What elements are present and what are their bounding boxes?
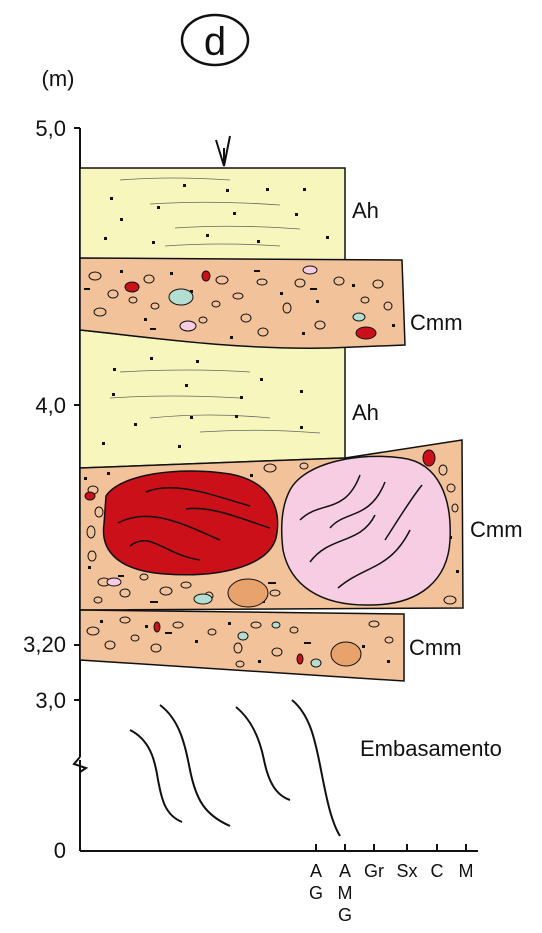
axis-amg-m: M xyxy=(338,883,353,903)
panel-letter: d xyxy=(204,20,226,64)
basement-foliation xyxy=(130,700,340,836)
tick-0: 0 xyxy=(54,838,66,863)
label-basement: Embasamento xyxy=(360,736,502,761)
layer-ah-top xyxy=(80,168,345,260)
tick-4-0: 4,0 xyxy=(35,393,66,418)
layer-ah-middle xyxy=(80,330,345,468)
red-block-clast xyxy=(104,471,278,575)
panel-label: d xyxy=(182,15,248,65)
tick-3-0: 3,0 xyxy=(35,688,66,713)
axis-ag-g: G xyxy=(309,883,323,903)
axis-amg-a: A xyxy=(339,861,351,881)
layer-cmm-lower xyxy=(80,610,404,681)
grain-size-axis xyxy=(80,844,478,851)
axis-c: C xyxy=(431,861,444,881)
label-cmm-blocks: Cmm xyxy=(470,517,523,542)
y-unit-label: (m) xyxy=(42,66,75,91)
axis-amg-g: G xyxy=(338,905,352,925)
label-cmm-upper: Cmm xyxy=(410,310,463,335)
tick-3-20: 3,20 xyxy=(23,632,66,657)
axis-ag-a: A xyxy=(310,861,322,881)
label-cmm-lower: Cmm xyxy=(409,635,462,660)
tick-5-0: 5,0 xyxy=(35,116,66,141)
label-ah-middle: Ah xyxy=(352,400,379,425)
axis-sx: Sx xyxy=(396,861,417,881)
axis-m: M xyxy=(459,861,474,881)
root-symbol xyxy=(216,136,230,166)
layer-cmm-blocks xyxy=(80,440,463,610)
label-ah-top: Ah xyxy=(352,198,379,223)
pink-block-clast xyxy=(282,456,451,605)
axis-gr: Gr xyxy=(364,861,384,881)
layer-cmm-upper xyxy=(80,258,405,348)
